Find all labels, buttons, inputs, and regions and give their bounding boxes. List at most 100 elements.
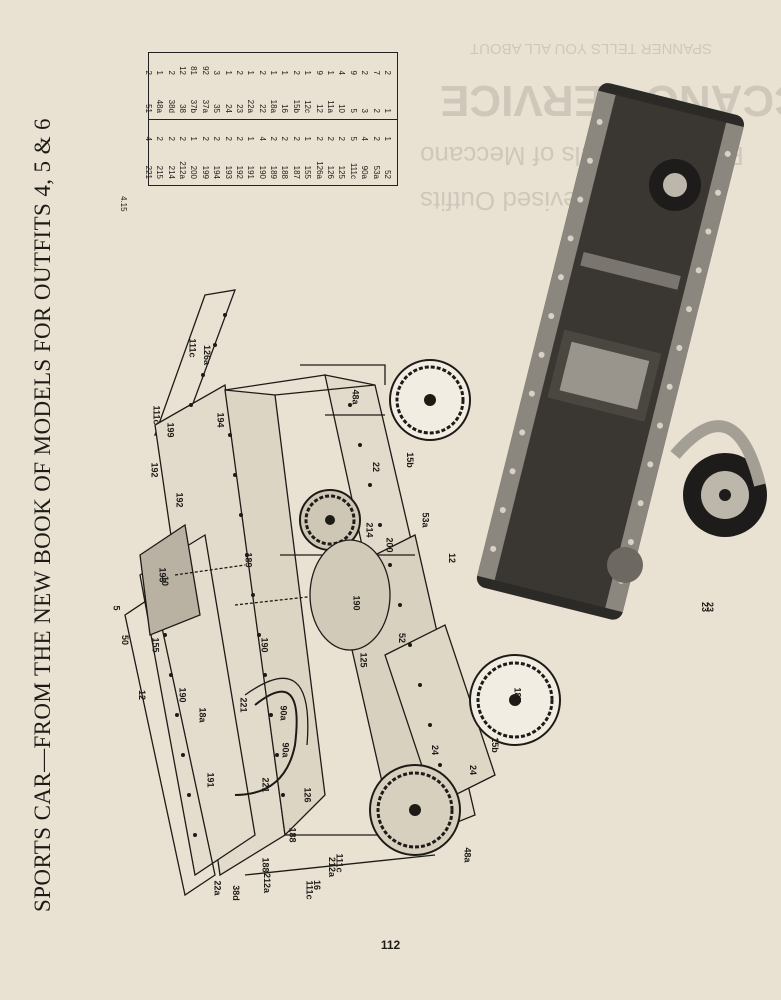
- part-number: 2: [371, 108, 381, 113]
- part-quantity: 7: [371, 70, 381, 75]
- part-number: 212a: [177, 161, 187, 179]
- wheel-rear-left: [469, 654, 561, 746]
- part-quantity: 92: [200, 66, 210, 75]
- part-number: 190: [257, 165, 267, 179]
- part-quantity: 2: [326, 136, 336, 141]
- part-number: 35: [212, 104, 222, 113]
- part-label: 38d: [230, 885, 241, 901]
- part-quantity: 2: [155, 136, 165, 141]
- pulley-disc: [309, 539, 391, 651]
- part-number: 125: [337, 165, 347, 179]
- part-quantity: 4: [360, 136, 370, 141]
- part-quantity: 9: [348, 70, 358, 75]
- part-number: 52: [383, 170, 392, 179]
- part-number: 1: [383, 108, 392, 113]
- part-number: 215: [155, 165, 165, 179]
- part-label: 189: [243, 552, 254, 568]
- part-label: 191: [205, 772, 216, 788]
- part-number: 22: [257, 104, 267, 113]
- part-number: 12c: [303, 100, 313, 113]
- part-number: 5: [348, 108, 358, 113]
- part-label: 126a: [202, 344, 213, 366]
- part-label: 48a: [350, 389, 361, 405]
- part-quantity: 1: [223, 70, 233, 75]
- parts-row: 1 24: [222, 59, 233, 117]
- part-number: 37b: [189, 99, 199, 113]
- part-quantity: 2: [257, 70, 267, 75]
- part-number: 38: [177, 104, 187, 113]
- part-quantity: 4: [337, 70, 347, 75]
- part-label: 155: [150, 637, 161, 653]
- parts-row: 81 37b: [188, 59, 199, 117]
- part-label: 188: [287, 827, 298, 843]
- part-number: 11a: [326, 100, 336, 113]
- part-number: 193: [223, 165, 233, 179]
- part-label: 188: [260, 857, 271, 873]
- part-number: 200: [189, 165, 199, 179]
- exploded-diagram: [124, 289, 561, 897]
- part-number: 51: [143, 104, 153, 113]
- part-label: 53a: [420, 512, 431, 528]
- part-number: 199: [200, 165, 210, 179]
- part-label: 187: [512, 687, 523, 703]
- part-label: 214: [364, 522, 375, 538]
- part-label: 221: [260, 777, 271, 793]
- part-number: 214: [166, 165, 176, 179]
- part-label: 12: [137, 689, 148, 701]
- part-label: 22: [371, 461, 382, 473]
- part-label: 18a: [197, 707, 208, 723]
- part-label: 221: [238, 697, 249, 713]
- part-quantity: 2: [360, 70, 370, 75]
- part-quantity: 81: [189, 66, 199, 75]
- part-label: 111c: [187, 338, 198, 358]
- part-quantity: 1: [155, 70, 165, 75]
- parts-row: 4 190: [256, 125, 267, 183]
- part-number: 12: [314, 104, 324, 113]
- part-number: 38d: [166, 99, 176, 113]
- part-quantity: 2: [177, 136, 187, 141]
- part-label: 15b: [489, 737, 500, 753]
- part-label: 125: [358, 652, 369, 668]
- part-label: 111c: [334, 853, 345, 873]
- part-number: 22a: [246, 99, 256, 113]
- part-quantity: 2: [166, 136, 176, 141]
- page-title: SPORTS CAR—FROM THE NEW BOOK OF MODELS F…: [30, 118, 55, 913]
- part-number: 111c: [348, 162, 358, 179]
- part-number: 18a: [269, 99, 279, 113]
- part-quantity: 2: [280, 136, 290, 141]
- part-number: 24: [223, 104, 233, 113]
- part-label: 48a: [462, 847, 473, 863]
- part-number: 187: [291, 165, 301, 179]
- part-number: 53a: [371, 165, 381, 179]
- part-quantity: 4: [257, 136, 267, 141]
- part-label: 200: [384, 537, 395, 553]
- part-label: 16: [312, 879, 323, 891]
- part-label: 192: [149, 462, 160, 478]
- part-label: 5: [111, 605, 122, 611]
- part-label: 194: [215, 412, 226, 428]
